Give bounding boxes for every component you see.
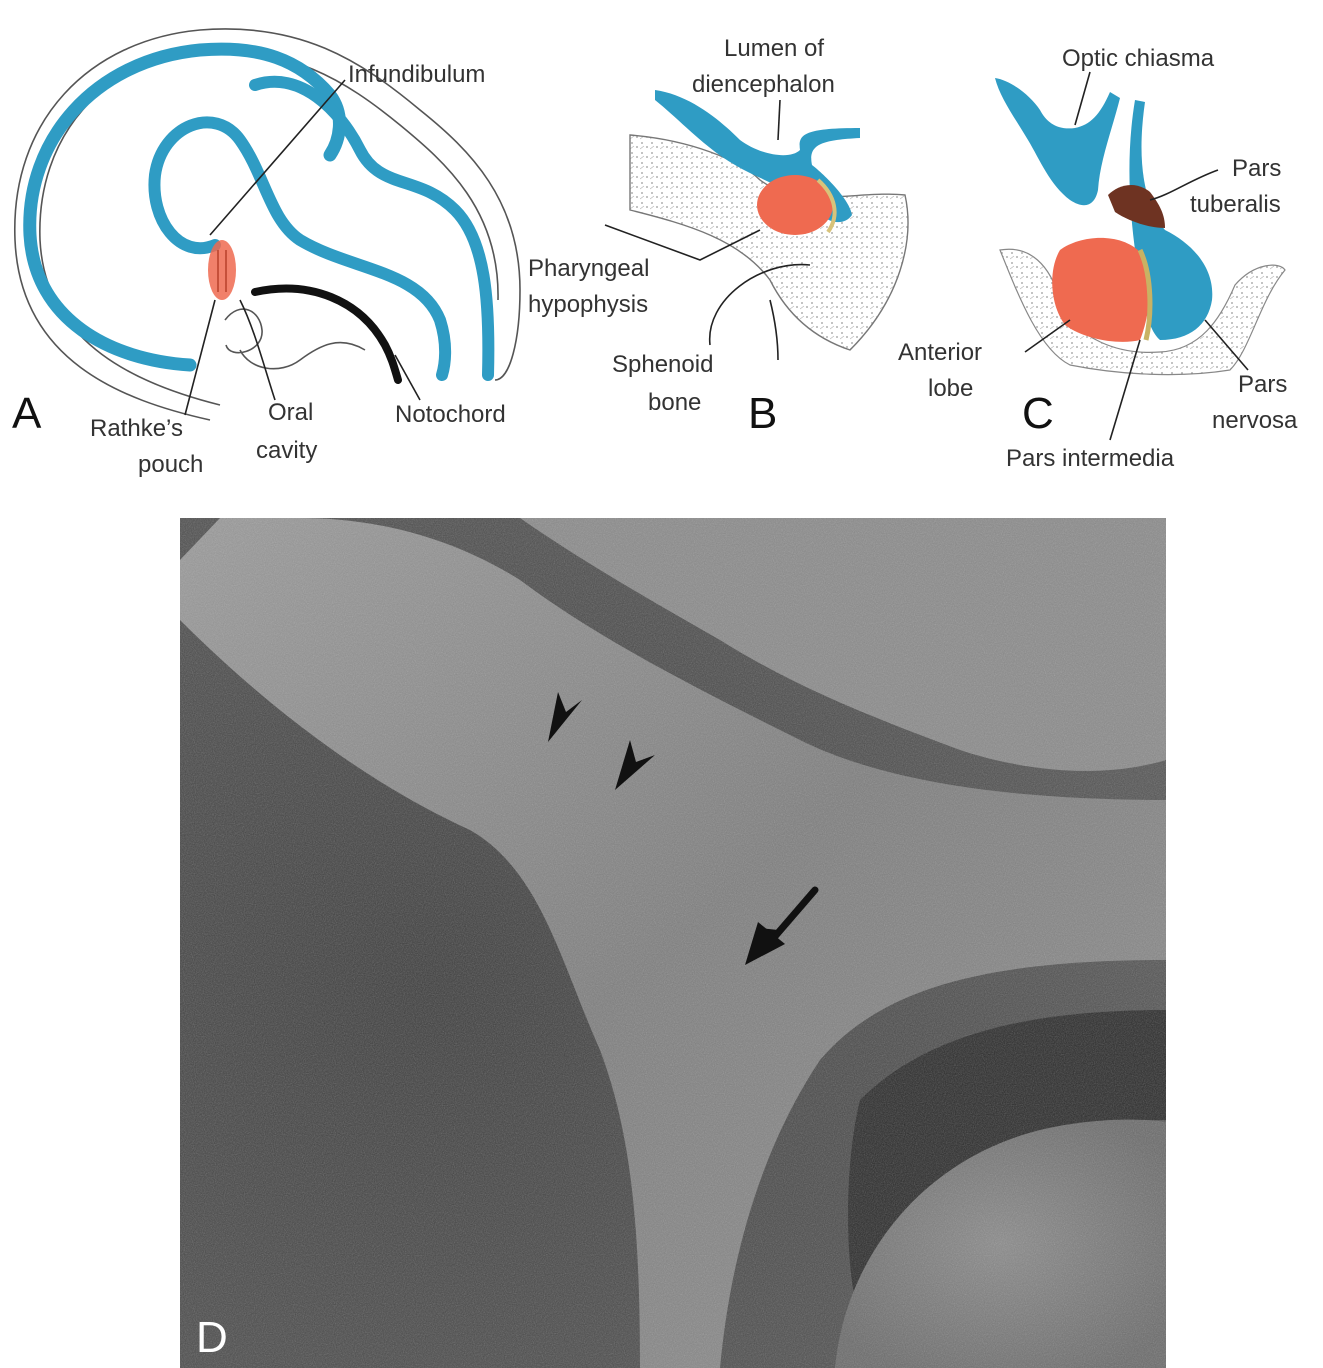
label-notochord: Notochord: [395, 401, 506, 428]
optic-chiasma-shape: [995, 78, 1120, 206]
label-lumen-line1: Lumen of: [724, 35, 824, 62]
label-pharyngeal-line2: hypophysis: [528, 291, 648, 318]
label-anterior-lobe-line1: Anterior: [898, 339, 982, 366]
rathkes-pouch-shape: [208, 240, 236, 300]
neural-tube-a: [23, 42, 346, 372]
leader-lumen: [777, 99, 781, 141]
arrowhead-marker: [548, 692, 582, 742]
panel-letter-c: C: [1022, 389, 1054, 438]
label-oral-cavity-line1: Oral: [268, 399, 313, 426]
panel-c: Optic chiasma Pars tuberalis Anterior lo…: [898, 45, 1298, 472]
label-rathkes-pouch-line2: pouch: [138, 451, 203, 478]
label-sphenoid-line1: Sphenoid: [612, 351, 713, 378]
leader-oral: [239, 299, 276, 401]
label-pars-tuberalis-line1: Pars: [1232, 155, 1281, 182]
leader-notochord: [394, 354, 421, 401]
label-optic-chiasma: Optic chiasma: [1062, 45, 1215, 72]
label-lumen-line2: diencephalon: [692, 71, 835, 98]
label-pars-tuberalis-line2: tuberalis: [1190, 191, 1281, 218]
pars-tuberalis-shape: [1108, 184, 1165, 228]
label-pars-nervosa-line2: nervosa: [1212, 407, 1298, 434]
leader-nervosa: [1204, 319, 1249, 371]
panel-d: D: [180, 518, 1166, 1368]
panel-letter-b: B: [748, 389, 777, 438]
leader-sphenoid-2: [769, 299, 779, 361]
leader-intermedia: [1109, 339, 1141, 441]
sphenoid-bone-shape: [629, 134, 909, 351]
panel-a: Infundibulum Rathke’s pouch Oral cavity …: [12, 28, 521, 478]
panel-b: Lumen of diencephalon Pharyngeal hypophy…: [528, 35, 909, 438]
leader-anterior: [1024, 319, 1071, 353]
panel-letter-a: A: [12, 389, 42, 438]
oral-cavity-shape: [224, 308, 366, 370]
label-infundibulum: Infundibulum: [348, 61, 485, 88]
label-oral-cavity-line2: cavity: [256, 437, 317, 464]
leader-infundibulum: [209, 79, 346, 236]
leader-sphenoid: [709, 263, 811, 346]
label-rathkes-pouch-line1: Rathke’s: [90, 415, 183, 442]
leader-optic: [1074, 71, 1091, 126]
embryo-outline: [14, 28, 521, 421]
arrowhead-marker: [615, 740, 655, 790]
arrow-marker: [745, 886, 819, 965]
neural-tube-a-inner: [148, 116, 452, 381]
pars-intermedia-shape: [1137, 248, 1153, 341]
leader-rathkes: [184, 299, 216, 416]
pharyngeal-hypophysis-shape: [757, 175, 833, 235]
anterior-lobe-shape: [1052, 237, 1150, 342]
notochord-line: [251, 284, 402, 384]
neural-tube-a-outer: [249, 75, 495, 381]
panel-letter-d: D: [196, 1313, 228, 1362]
label-pars-intermedia: Pars intermedia: [1006, 445, 1175, 472]
leader-tuberalis: [1149, 169, 1219, 201]
label-pharyngeal-line1: Pharyngeal: [528, 255, 649, 282]
label-sphenoid-line2: bone: [648, 389, 701, 416]
label-anterior-lobe-line2: lobe: [928, 375, 973, 402]
leader-pharyngeal: [604, 224, 761, 261]
label-pars-nervosa-line1: Pars: [1238, 371, 1287, 398]
